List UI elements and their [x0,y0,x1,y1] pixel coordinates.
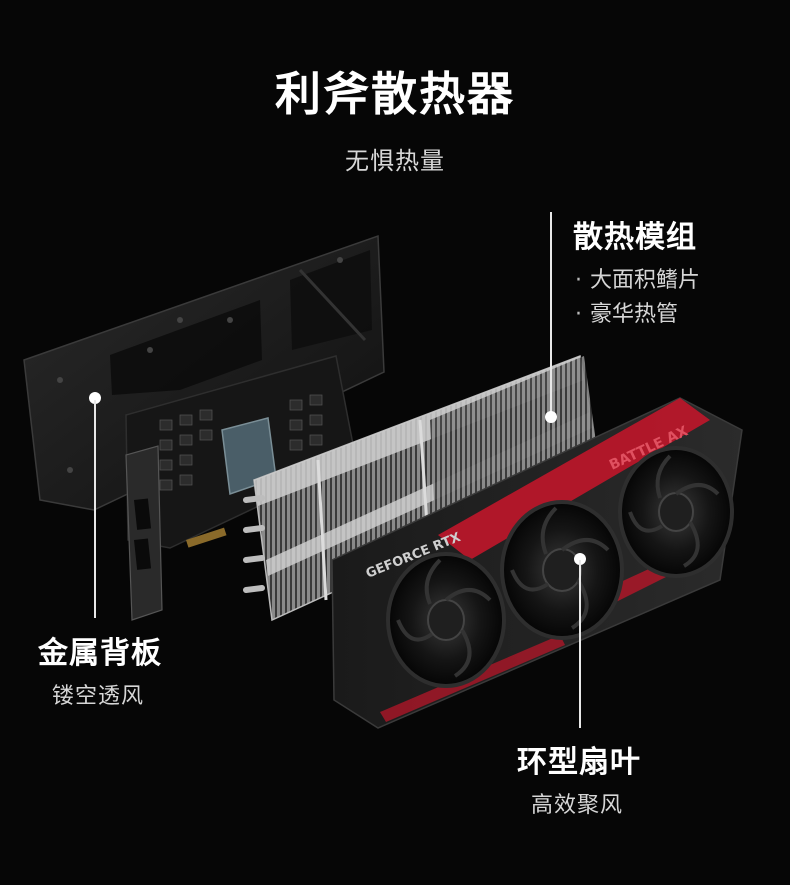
backplate-graphic [23,234,385,511]
pcb-graphic [125,355,357,621]
fans-subtitle: 高效聚风 [531,793,624,818]
fans-callout-pin [574,553,586,565]
fan-right [618,446,734,578]
heatsink-title: 散热模组 [573,220,697,255]
fans-callout-line [579,560,581,728]
fan-shroud-graphic: GEFORCE RTX BATTLE AX [331,397,743,729]
heatsink-callout-pin [545,411,557,423]
page-title: 利斧散热器 [275,67,515,121]
fan-middle [500,500,624,640]
heatsink-bullet-2: · 豪华热管 [575,296,678,328]
backplate-callout-line [94,400,96,618]
backplate-title: 金属背板 [38,636,162,671]
bullet-marker: · [575,268,582,293]
backplate-callout-pin [89,392,101,404]
heatsink-bullet-1-text: 大面积鳍片 [590,268,701,293]
fan-left [386,552,506,688]
fans-title: 环型扇叶 [517,745,641,780]
heatsink-bullet-1: · 大面积鳍片 [575,262,700,294]
bullet-marker: · [575,302,582,327]
backplate-subtitle: 镂空透风 [52,684,145,709]
page-subtitle: 无惧热量 [345,147,445,175]
heatsink-bullet-2-text: 豪华热管 [590,302,679,327]
heatsink-callout-line [550,212,552,417]
